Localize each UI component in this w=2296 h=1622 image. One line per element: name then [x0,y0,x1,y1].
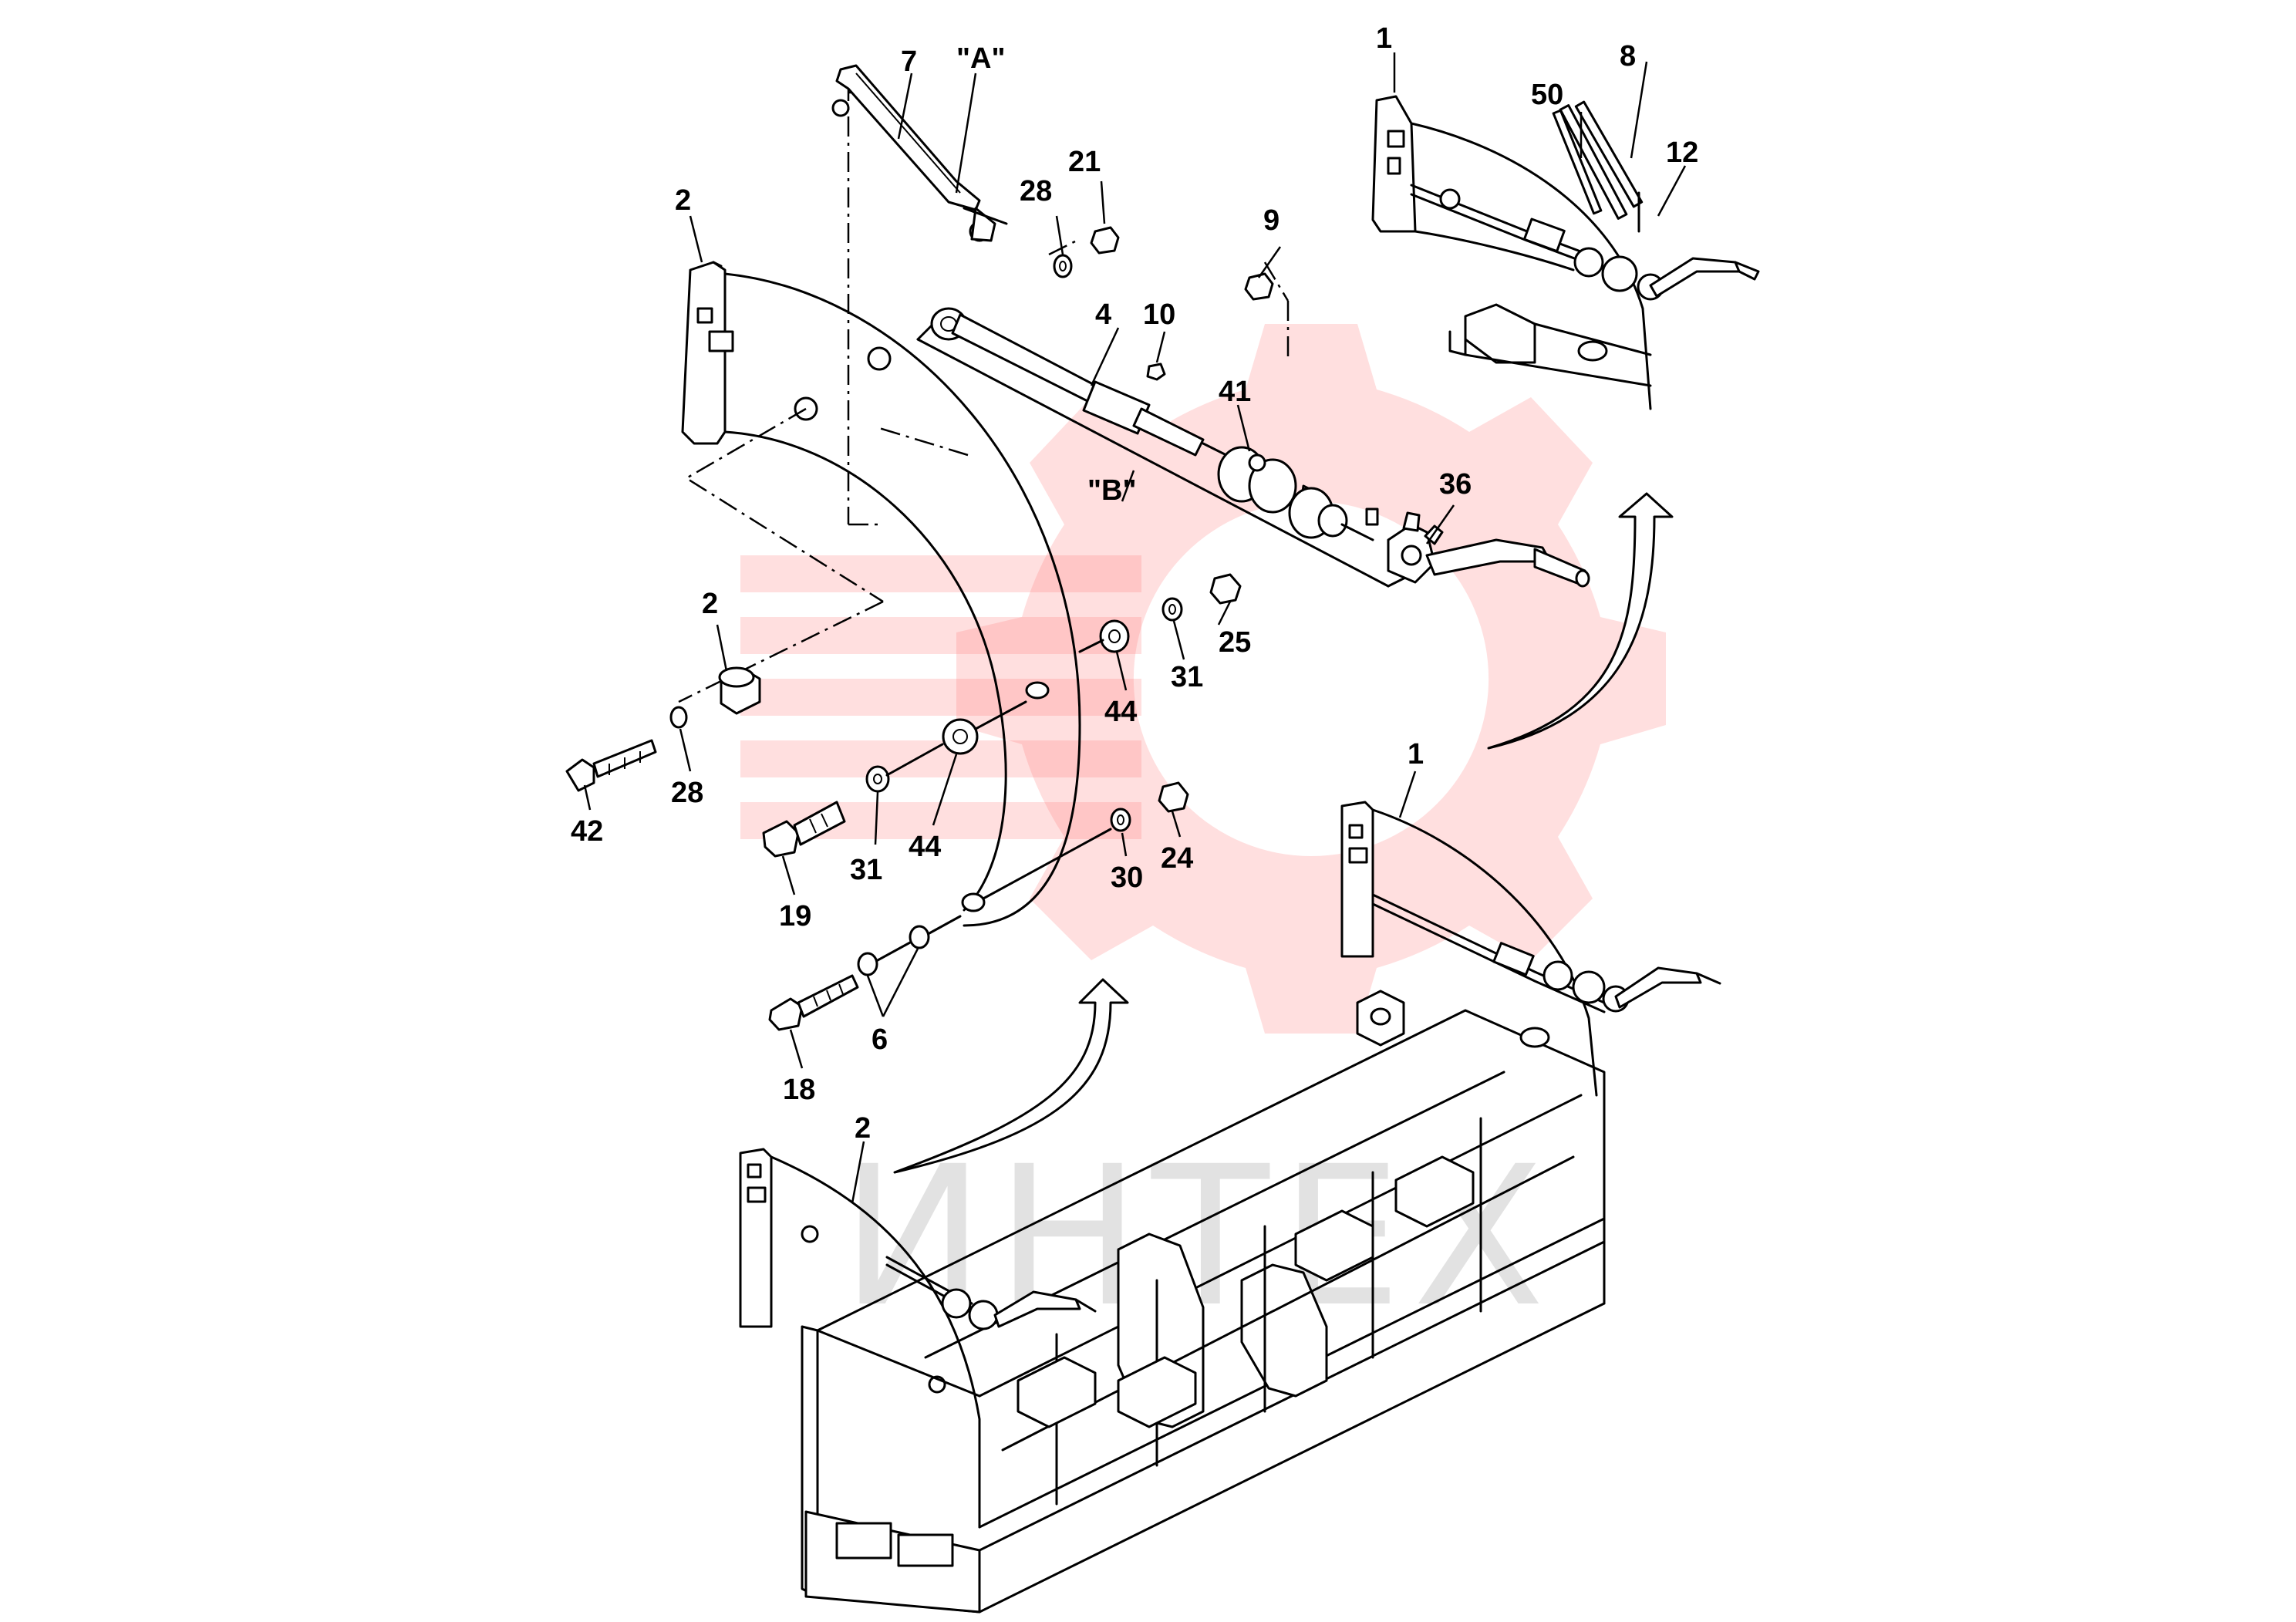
callout-1-top: 1 [1376,22,1392,55]
callout-7: 7 [901,46,917,78]
callout-4: 4 [1095,298,1111,331]
callout-28-top: 28 [1020,175,1052,207]
callout-28-left: 28 [671,777,703,809]
callout-2-mid: 2 [702,588,718,620]
crank-rod-assembly [930,307,1590,588]
callout-50: 50 [1531,79,1563,111]
watermark-gear-logo: ИНТЕХ [740,324,1666,1349]
callout-1-bottom: 1 [1408,738,1424,771]
callout-24: 24 [1161,842,1193,875]
callout-21: 21 [1068,146,1101,178]
callout-view-b: "B" [1087,474,1136,507]
callout-42: 42 [571,815,603,848]
mid-hardware [565,573,1242,1031]
callout-19: 19 [779,900,811,932]
callout-25: 25 [1219,626,1251,659]
callout-8: 8 [1620,40,1636,73]
callout-10: 10 [1143,298,1175,331]
callout-31-left: 31 [850,854,882,886]
callout-44-right: 44 [1104,696,1137,728]
callout-18: 18 [783,1074,815,1106]
callout-41: 41 [1219,376,1251,408]
leader-lines [583,52,1687,1204]
callout-labels: 7 "A" 1 8 50 12 2 28 21 9 4 10 41 36 "B"… [571,22,1698,1145]
callout-2-top: 2 [675,184,691,217]
top-washers-nuts [1053,226,1274,381]
callout-6: 6 [872,1023,888,1056]
callout-9: 9 [1263,204,1279,237]
callout-44-left: 44 [909,831,941,863]
assembly-arrows [893,492,1674,1174]
part-7-lever [831,64,1008,242]
callout-12: 12 [1666,137,1698,169]
callout-36: 36 [1439,468,1472,501]
callout-30: 30 [1111,862,1143,894]
callout-31-right: 31 [1171,661,1203,693]
callout-2-bottom: 2 [855,1112,871,1145]
bottom-frame-assembly [739,801,1721,1614]
inset-assembled-crank [1371,95,1760,410]
callout-view-a: "A" [956,42,1005,75]
dashed-assembly-lines [678,81,1413,703]
